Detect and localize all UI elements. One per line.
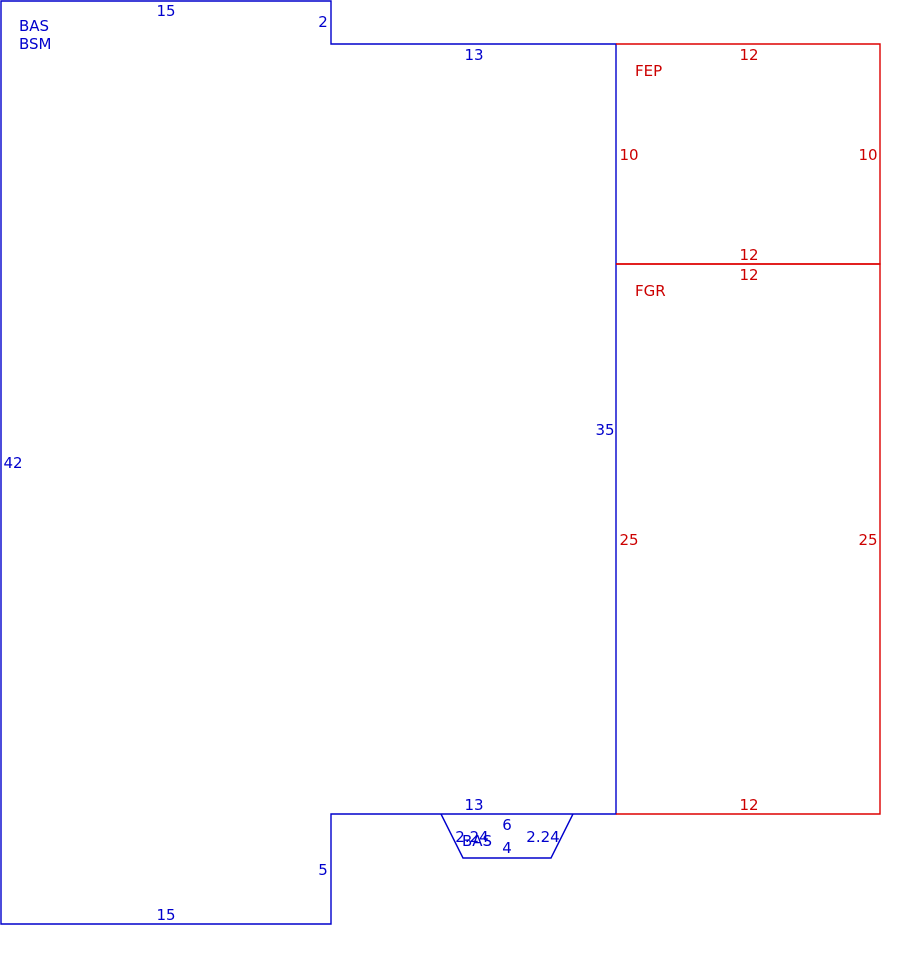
porch-bottom-dimension: 12 xyxy=(739,246,758,264)
porch-top-dimension: 12 xyxy=(739,46,758,64)
garage-left-dimension: 25 xyxy=(619,531,638,549)
main-area-outline xyxy=(0,0,617,925)
bay-top-dimension: 6 xyxy=(502,816,512,834)
main-area-code-1: BAS xyxy=(19,17,49,35)
main-top-dimension: 15 xyxy=(156,2,175,20)
bay-area-code: BAS xyxy=(462,832,492,850)
garage-bottom-dimension: 12 xyxy=(739,796,758,814)
main-bottom-dimension: 15 xyxy=(156,906,175,924)
porch-left-dimension: 10 xyxy=(619,146,638,164)
porch-right-dimension: 10 xyxy=(858,146,877,164)
main-lower-dimension: 13 xyxy=(464,796,483,814)
garage-outline xyxy=(616,263,881,815)
garage-area-code: FGR xyxy=(635,282,666,300)
main-top-step-dimension: 2 xyxy=(318,13,328,31)
main-area-code-2: BSM xyxy=(19,35,52,53)
garage-top-dimension: 12 xyxy=(739,266,758,284)
porch-area-code: FEP xyxy=(635,62,662,80)
main-bottom-step-dimension: 5 xyxy=(318,861,328,879)
bay-window-outline xyxy=(440,813,574,859)
main-left-dimension: 42 xyxy=(3,454,22,472)
main-upper-dimension: 13 xyxy=(464,46,483,64)
bay-left-dimension: 2.24 xyxy=(455,828,488,846)
bay-bottom-dimension: 4 xyxy=(502,839,512,857)
garage-right-dimension: 25 xyxy=(858,531,877,549)
bay-right-dimension: 2.24 xyxy=(526,828,559,846)
main-right-dimension: 35 xyxy=(595,421,614,439)
